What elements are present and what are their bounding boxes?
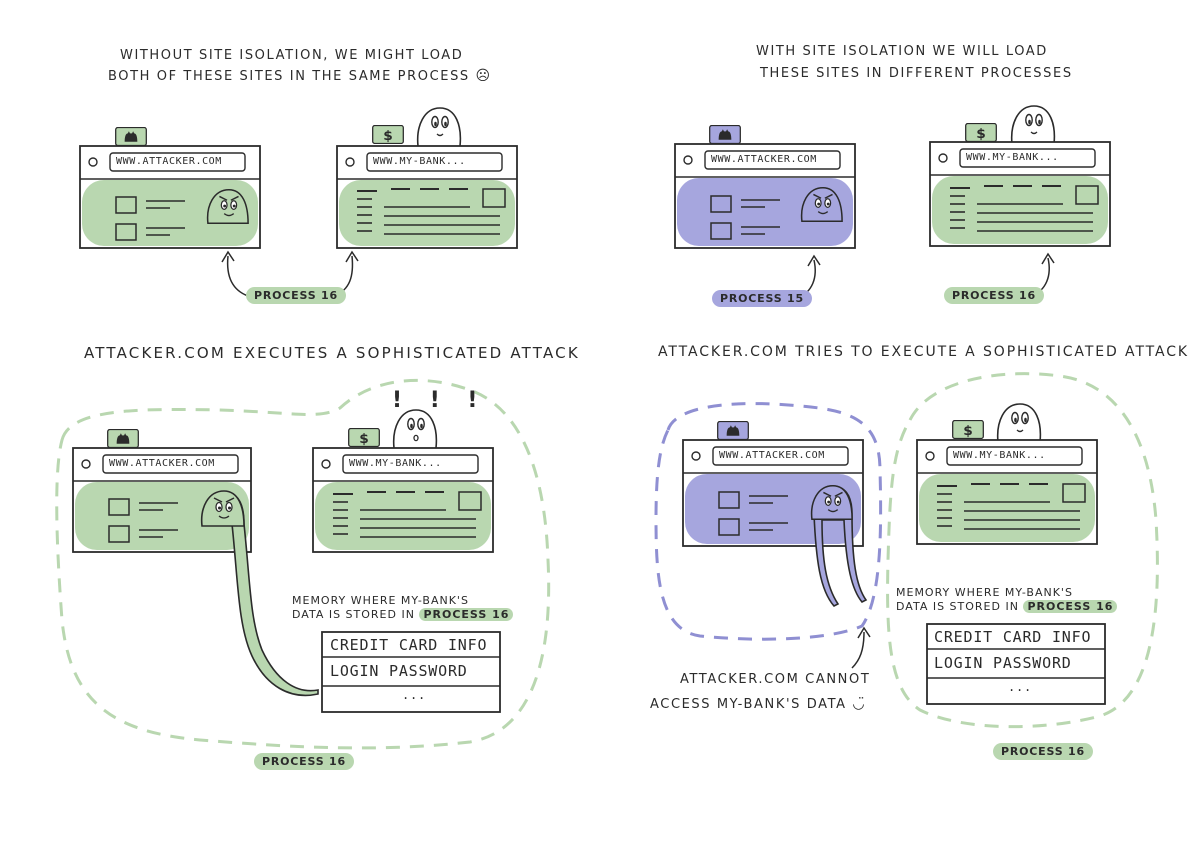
cannot-access-caption: ATTACKER.COM CANNOT <box>680 672 871 687</box>
caption-line: THESE SITES IN DIFFERENT PROCESSES <box>760 66 1073 81</box>
caption-line: ATTACKER.COM TRIES TO EXECUTE A SOPHISTI… <box>658 344 1190 360</box>
arrow-icon <box>851 631 865 669</box>
memory-caption: MEMORY WHERE MY-BANK'S <box>292 594 469 607</box>
memory-row: CREDIT CARD INFO <box>934 628 1092 646</box>
process-label: PROCESS 15 <box>712 290 812 307</box>
url-bar: WWW.ATTACKER.COM <box>711 154 817 165</box>
top-left-bank-window <box>336 107 518 249</box>
memory-row: LOGIN PASSWORD <box>330 662 468 680</box>
caption-line: BOTH OF THESE SITES IN THE SAME PROCESS … <box>108 68 492 84</box>
url-bar: WWW.ATTACKER.COM <box>719 450 825 461</box>
github-cat-icon <box>107 429 139 448</box>
top-left-attacker-window <box>79 127 261 249</box>
ghost-icon <box>392 409 438 448</box>
url-bar: WWW.MY-BANK... <box>349 458 442 469</box>
url-bar: WWW.ATTACKER.COM <box>109 458 215 469</box>
exclamation-marks: ! ! ! <box>392 388 488 413</box>
process-label: PROCESS 16 <box>246 287 346 304</box>
bottom-left-attacker-window <box>72 429 252 553</box>
dollar-icon <box>965 123 997 142</box>
memory-row: ... <box>402 688 427 702</box>
github-cat-icon <box>115 127 147 146</box>
caption-text: BOTH OF THESE SITES IN THE SAME PROCESS <box>108 69 470 84</box>
memory-row: ... <box>1008 680 1033 694</box>
arrow-icon <box>226 255 249 297</box>
process-boundary <box>886 372 1159 729</box>
memory-caption-text: DATA IS STORED IN <box>292 608 415 621</box>
process-boundary <box>654 402 883 641</box>
bottom-right-attacker-window <box>682 421 864 547</box>
ghost-icon <box>996 403 1042 442</box>
bottom-right-bank-window <box>916 403 1098 545</box>
top-right-bank-window <box>929 105 1111 247</box>
memory-caption: DATA IS STORED IN PROCESS 16 <box>292 608 514 621</box>
caption-line: WITHOUT SITE ISOLATION, WE MIGHT LOAD <box>120 48 464 63</box>
memory-row: LOGIN PASSWORD <box>934 654 1072 672</box>
url-bar: WWW.MY-BANK... <box>373 156 466 167</box>
github-cat-icon <box>709 125 741 144</box>
memory-caption: DATA IS STORED IN PROCESS 16 <box>896 600 1118 613</box>
memory-process-label: PROCESS 16 <box>419 608 514 621</box>
ghost-icon <box>416 107 462 146</box>
ghost-icon <box>1010 105 1056 144</box>
memory-caption: MEMORY WHERE MY-BANK'S <box>896 586 1073 599</box>
smile-icon: ◡̈ <box>852 696 867 712</box>
memory-caption-text: DATA IS STORED IN <box>896 600 1019 613</box>
dollar-icon <box>348 428 380 447</box>
url-bar: WWW.MY-BANK... <box>953 450 1046 461</box>
frown-icon: ☹ <box>475 68 492 84</box>
memory-process-label: PROCESS 16 <box>1023 600 1118 613</box>
caption-line: WITH SITE ISOLATION WE WILL LOAD <box>756 44 1048 59</box>
url-bar: WWW.MY-BANK... <box>966 152 1059 163</box>
cannot-access-text: ACCESS MY-BANK'S DATA <box>650 697 847 712</box>
dollar-icon <box>372 125 404 144</box>
process-label: PROCESS 16 <box>993 743 1093 760</box>
memory-table <box>926 623 1106 705</box>
process-label: PROCESS 16 <box>254 753 354 770</box>
top-right-attacker-window <box>674 125 856 249</box>
bottom-left-bank-window <box>312 409 494 553</box>
url-bar: WWW.ATTACKER.COM <box>116 156 222 167</box>
caption-line: ATTACKER.COM EXECUTES A SOPHISTICATED AT… <box>84 344 580 362</box>
memory-table <box>321 631 501 713</box>
process-label: PROCESS 16 <box>944 287 1044 304</box>
dollar-icon <box>952 420 984 439</box>
memory-row: CREDIT CARD INFO <box>330 636 488 654</box>
cannot-access-caption: ACCESS MY-BANK'S DATA ◡̈ <box>650 696 866 712</box>
github-cat-icon <box>717 421 749 440</box>
